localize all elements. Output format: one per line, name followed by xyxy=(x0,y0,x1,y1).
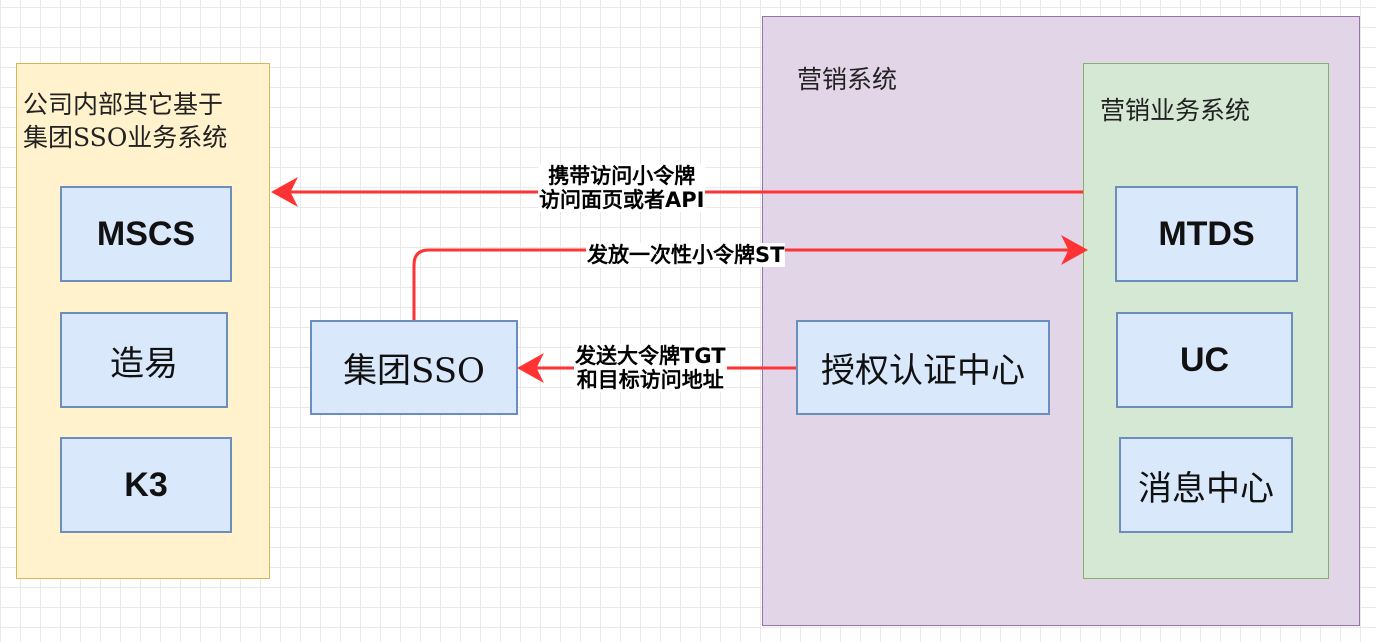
node-zaoyi-label: 造易 xyxy=(110,343,178,384)
node-k3[interactable]: K3 xyxy=(60,437,232,533)
node-group-sso[interactable]: 集团SSO xyxy=(310,320,518,415)
edge-label-mtds-to-internal: 携带访问小令牌 访问面页或者API xyxy=(538,164,706,212)
node-zaoyi[interactable]: 造易 xyxy=(60,312,228,408)
marketing-system-title: 营销系统 xyxy=(797,65,898,94)
edge-label-sso-to-mtds: 发放一次性小令牌ST xyxy=(586,243,786,267)
node-group-sso-label: 集团SSO xyxy=(343,351,485,391)
node-mscs-label: MSCS xyxy=(96,214,196,253)
edge-sso-to-mtds xyxy=(412,235,1088,320)
node-uc[interactable]: UC xyxy=(1116,312,1293,408)
node-uc-label: UC xyxy=(1179,340,1230,379)
internal-systems-title: 公司内部其它基于 集团SSO业务系统 xyxy=(23,90,228,152)
node-mscs[interactable]: MSCS xyxy=(60,186,232,282)
edge-label-auth-to-sso: 发送大令牌TGT 和目标访问地址 xyxy=(574,344,727,392)
node-mtds[interactable]: MTDS xyxy=(1115,186,1298,282)
node-message-center-label: 消息中心 xyxy=(1138,468,1274,509)
node-auth-center[interactable]: 授权认证中心 xyxy=(796,320,1050,415)
node-auth-center-label: 授权认证中心 xyxy=(821,351,1025,391)
node-k3-label: K3 xyxy=(124,465,168,504)
node-message-center[interactable]: 消息中心 xyxy=(1119,437,1293,533)
marketing-business-title: 营销业务系统 xyxy=(1100,96,1251,125)
node-mtds-label: MTDS xyxy=(1158,214,1255,253)
